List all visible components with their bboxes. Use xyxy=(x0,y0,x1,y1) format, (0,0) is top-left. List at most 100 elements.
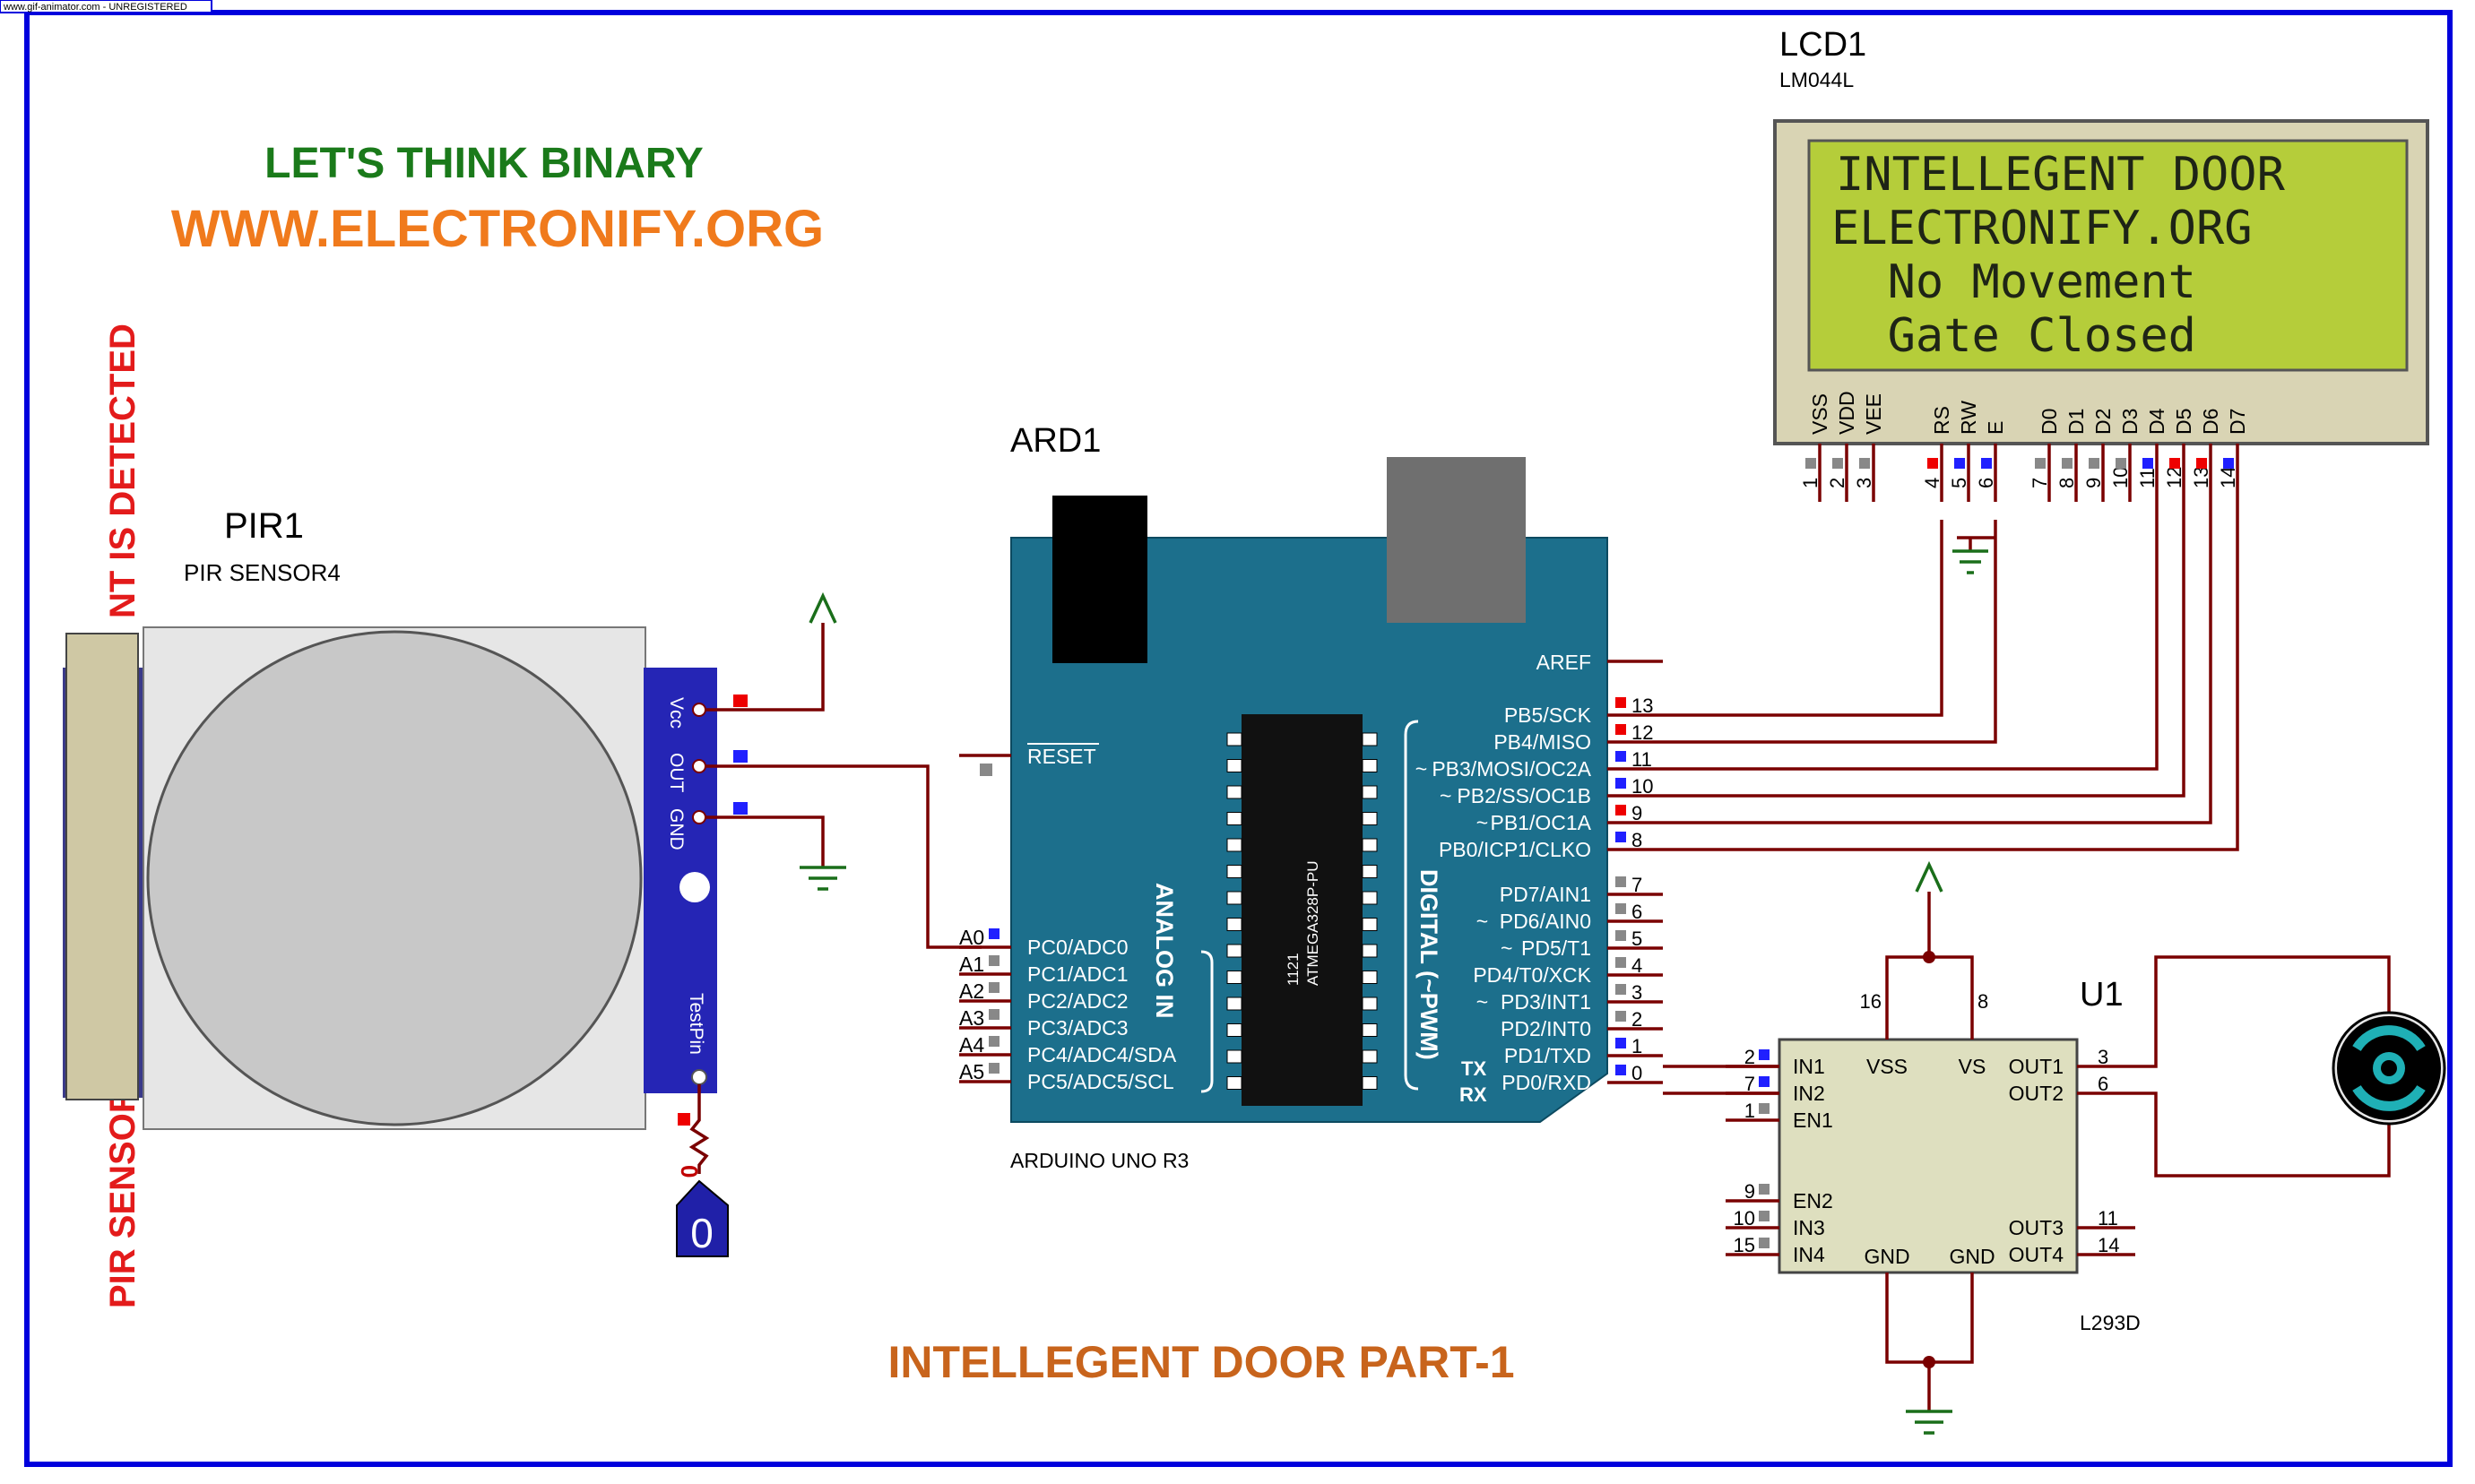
analog-pin-state xyxy=(989,1063,1000,1074)
chip-leg-right xyxy=(1362,838,1378,852)
lcd-pin-name: RS xyxy=(1930,406,1953,435)
lcd-pin-state xyxy=(2035,458,2046,469)
driver-right-pin-number: 6 xyxy=(2098,1073,2108,1095)
driver-right-pin-number: 3 xyxy=(2098,1046,2108,1068)
chip-leg-left xyxy=(1226,812,1242,825)
pir-detected-label: NT IS DETECTED xyxy=(103,324,143,618)
lcd-pin-name: D7 xyxy=(2226,409,2249,435)
lcd-pin-number: 6 xyxy=(1975,478,1997,488)
chip-leg-left xyxy=(1226,838,1242,852)
digital-pin-state xyxy=(1615,1011,1626,1022)
lcd-pin-state xyxy=(1832,458,1843,469)
driver-ground-icon xyxy=(1906,1410,1952,1435)
digital-pin-name: PB1/OC1A xyxy=(1491,811,1592,834)
watermark-box xyxy=(0,0,212,13)
driver-left-pin-name: IN1 xyxy=(1793,1055,1825,1078)
digital-pin-state xyxy=(1615,930,1626,941)
digital-pin-number: 3 xyxy=(1631,981,1642,1004)
digital-pin-number: 11 xyxy=(1631,748,1652,771)
lcd-pin-name: D4 xyxy=(2145,408,2168,435)
digital-pin-name: PB2/SS/OC1B xyxy=(1457,784,1591,807)
lcd-pin-state xyxy=(2142,458,2153,469)
analog-in-title: ANALOG IN xyxy=(1151,883,1178,1019)
driver-bottom-pin-name: GND xyxy=(1949,1245,1995,1268)
driver-left-pin-state xyxy=(1759,1238,1770,1248)
digital-pin-state xyxy=(1615,957,1626,968)
arduino-model: ARDUINO UNO R3 xyxy=(1010,1149,1189,1172)
driver-right-pin-number: 11 xyxy=(2098,1207,2118,1229)
lcd-screen xyxy=(1807,139,2409,372)
motor-rotor-bottom xyxy=(2352,1084,2426,1111)
digital-pin-number: 6 xyxy=(1631,901,1642,923)
driver-right-pin-number: 14 xyxy=(2098,1234,2119,1256)
rx-label: RX xyxy=(1459,1083,1487,1106)
lcd-pin-name: D6 xyxy=(2199,409,2222,435)
testpin-terminal xyxy=(691,1069,707,1085)
digital-pin-state xyxy=(1615,778,1626,789)
lcd-pin-state xyxy=(2116,458,2126,469)
wire-d12-e xyxy=(1663,520,1997,744)
driver-supply-junction xyxy=(1923,951,1935,963)
lcd-pin-name: RW xyxy=(1957,401,1980,435)
digital-pin-name: PD3/INT1 xyxy=(1501,990,1591,1014)
driver-right-pin-name: OUT1 xyxy=(2009,1055,2064,1078)
lcd-pin-name: D1 xyxy=(2064,409,2088,435)
lcd-pin-state xyxy=(1981,458,1992,469)
lcd-ground-icon xyxy=(1952,549,1988,574)
chip-leg-right xyxy=(1362,918,1378,931)
chip-leg-right xyxy=(1362,732,1378,746)
pir-vcc-terminal xyxy=(692,703,706,717)
digital-pin-number: 13 xyxy=(1631,695,1653,717)
lcd-line-2: ELECTRONIFY.ORG xyxy=(1831,202,2253,255)
analog-pin-name: PC1/ADC1 xyxy=(1027,962,1128,986)
atmega-chip-code: 1121 xyxy=(1285,953,1302,986)
analog-pin-state xyxy=(989,928,1000,939)
wire-d11-d4 xyxy=(1663,502,2159,771)
driver-top-pin-name: VS xyxy=(1959,1055,1986,1078)
lcd-pin-state xyxy=(2196,458,2207,469)
digital-pin-state xyxy=(1615,876,1626,887)
pir-power-icon xyxy=(809,591,837,624)
lcd-pin-number: 8 xyxy=(2055,478,2078,488)
driver-left-pin-name: EN1 xyxy=(1793,1109,1833,1132)
atmega-chip-legs xyxy=(1226,732,1378,1090)
digital-pin-number: 9 xyxy=(1631,802,1642,824)
analog-pin-state xyxy=(989,1009,1000,1020)
driver-body xyxy=(1778,1038,2079,1274)
headline-binary: LET'S THINK BINARY xyxy=(264,140,704,187)
dc-motor xyxy=(2332,1011,2446,1126)
analog-pin-ext-label: A1 xyxy=(959,953,984,976)
lcd-pin-state xyxy=(1805,458,1816,469)
arduino-board: ARD1 ARDUINO UNO R3 AREF RESET 1121 ATME… xyxy=(959,422,1663,1172)
digital-pin-name: PD4/T0/XCK xyxy=(1473,963,1591,987)
chip-leg-right xyxy=(1362,785,1378,799)
digital-pin-pwm-mark: ~ xyxy=(1415,757,1427,781)
atmega-chip-label: ATMEGA328P-PU xyxy=(1304,860,1321,986)
chip-leg-left xyxy=(1226,891,1242,905)
watermark-text: www.gif-animator.com - UNREGISTERED xyxy=(3,2,187,13)
pir-ground-icon xyxy=(800,866,846,891)
digital-pin-name: PB4/MISO xyxy=(1493,730,1591,754)
wire-d10-d5 xyxy=(1663,502,2185,798)
chip-leg-right xyxy=(1362,1049,1378,1064)
chip-leg-left xyxy=(1226,865,1242,878)
pir-gnd-state xyxy=(733,802,748,815)
chip-leg-left xyxy=(1226,1076,1242,1090)
chip-leg-right xyxy=(1362,865,1378,878)
pir-gnd-terminal xyxy=(692,810,706,824)
chip-leg-right xyxy=(1362,944,1378,958)
digital-pin-state xyxy=(1615,751,1626,762)
lcd-pin-name: VEE xyxy=(1862,393,1885,435)
lcd-pin-name: D2 xyxy=(2091,409,2115,435)
lcd-pin-state xyxy=(1927,458,1938,469)
lcd-pin-number: 12 xyxy=(2163,467,2185,488)
pir-model: PIR SENSOR4 xyxy=(184,559,341,586)
digital-pin-pwm-mark: ~ xyxy=(1476,990,1488,1014)
sheet-frame xyxy=(24,10,2453,1467)
pir-side-label: PIR SENSOR xyxy=(103,1087,143,1308)
pir-pin-vcc-label: Vcc xyxy=(666,697,687,729)
chip-leg-left xyxy=(1226,1049,1242,1064)
